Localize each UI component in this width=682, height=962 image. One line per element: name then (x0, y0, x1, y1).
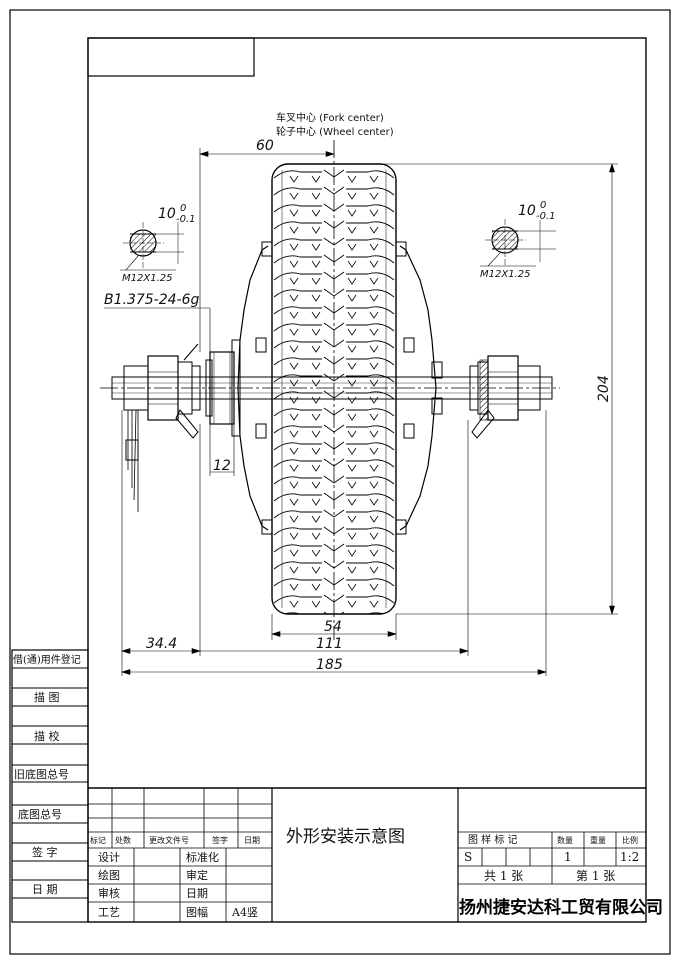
dim-111: 111 (316, 636, 343, 652)
right-nut-assembly (469, 355, 541, 439)
tb-total-sheets: 共 1 张 (484, 869, 523, 883)
tb-h-shuliang: 数量 (557, 835, 573, 845)
tb-h-biaoji: 标记 (90, 835, 106, 845)
motor-housing (237, 245, 437, 531)
side-r1: 借(通)用件登记 (13, 653, 81, 666)
side-r6: 签 字 (32, 845, 58, 859)
title-block: 标记 处数 更改文件号 签字 日期 设计 绘图 审核 工艺 标准化 审定 日期 … (88, 787, 663, 922)
tb-biaozhunhua: 标准化 (186, 850, 219, 864)
dim-54: 54 (324, 619, 342, 635)
dim-12: 12 (213, 458, 231, 474)
tb-huitu: 绘图 (98, 868, 120, 882)
dim-204: 204 (596, 375, 612, 402)
side-register-table: 借(通)用件登记 描 图 描 校 旧底图总号 底图总号 签 字 日 期 (11, 649, 89, 923)
axle-detail-right (480, 219, 556, 267)
tb-h-qianzi: 签字 (212, 835, 228, 845)
tb-riqi2: 日期 (186, 887, 208, 900)
tb-sheji: 设计 (98, 851, 120, 864)
axle-detail-left (120, 222, 184, 271)
drawing-title: 外形安装示意图 (286, 827, 405, 847)
freewheel-thread-label: B1.375-24-6g (104, 292, 200, 308)
company-name: 扬州捷安达科工贸有限公司 (459, 897, 663, 918)
tb-gongyi: 工艺 (98, 906, 120, 919)
hub-motor-drawing: 车叉中心 (Fork center) 轮子中心 (Wheel center) 6… (100, 111, 618, 676)
tb-h-riqi: 日期 (244, 836, 260, 845)
tire-tread (273, 169, 395, 614)
tb-shenhe: 审核 (98, 886, 120, 900)
tb-h-tuyang: 图 样 标 记 (468, 833, 518, 846)
dim-tol-left-lower: -0.1 (176, 214, 196, 225)
dim-tol-left-upper: 0 (180, 203, 186, 214)
freewheel (209, 351, 235, 425)
outer-border (9, 9, 671, 955)
dim-tol-right-main: 10 (518, 203, 536, 219)
dimension-lines (104, 148, 618, 676)
dim-60: 60 (256, 138, 274, 154)
tb-qty: 1 (564, 850, 572, 864)
dim-34-4: 34.4 (146, 636, 177, 652)
tb-tufu: 图幅 (186, 906, 208, 919)
fork-center-label: 车叉中心 (Fork center) (276, 111, 384, 124)
dim-185: 185 (316, 657, 343, 673)
tb-a4: A4竖 (231, 906, 258, 919)
tb-h-zhongliang: 重量 (590, 835, 606, 845)
tb-shending: 审定 (186, 868, 208, 882)
dim-tol-left-main: 10 (158, 206, 176, 222)
side-r4: 旧底图总号 (14, 767, 69, 781)
tb-h-wenjian: 更改文件号 (149, 835, 189, 845)
left-nut-assembly (123, 343, 201, 512)
thread-right-label: M12X1.25 (480, 269, 530, 280)
axle (111, 376, 553, 400)
tb-sheet-no: 第 1 张 (576, 869, 615, 883)
side-r3: 描 校 (34, 729, 60, 743)
inner-border (87, 37, 647, 923)
side-r5: 底图总号 (18, 807, 62, 821)
side-r2: 描 图 (34, 690, 60, 704)
thread-left-label: M12X1.25 (122, 273, 172, 284)
tb-scale: 1:2 (620, 850, 639, 864)
wheel-center-label: 轮子中心 (Wheel center) (276, 125, 394, 138)
dim-tol-right-lower: -0.1 (536, 211, 556, 222)
tb-h-bili: 比例 (622, 835, 638, 845)
tb-mark-s: S (464, 850, 472, 864)
tb-h-chushu: 处数 (115, 835, 131, 845)
side-r7: 日 期 (32, 883, 58, 896)
dim-tol-right-upper: 0 (540, 200, 546, 211)
corner-box (87, 37, 255, 77)
